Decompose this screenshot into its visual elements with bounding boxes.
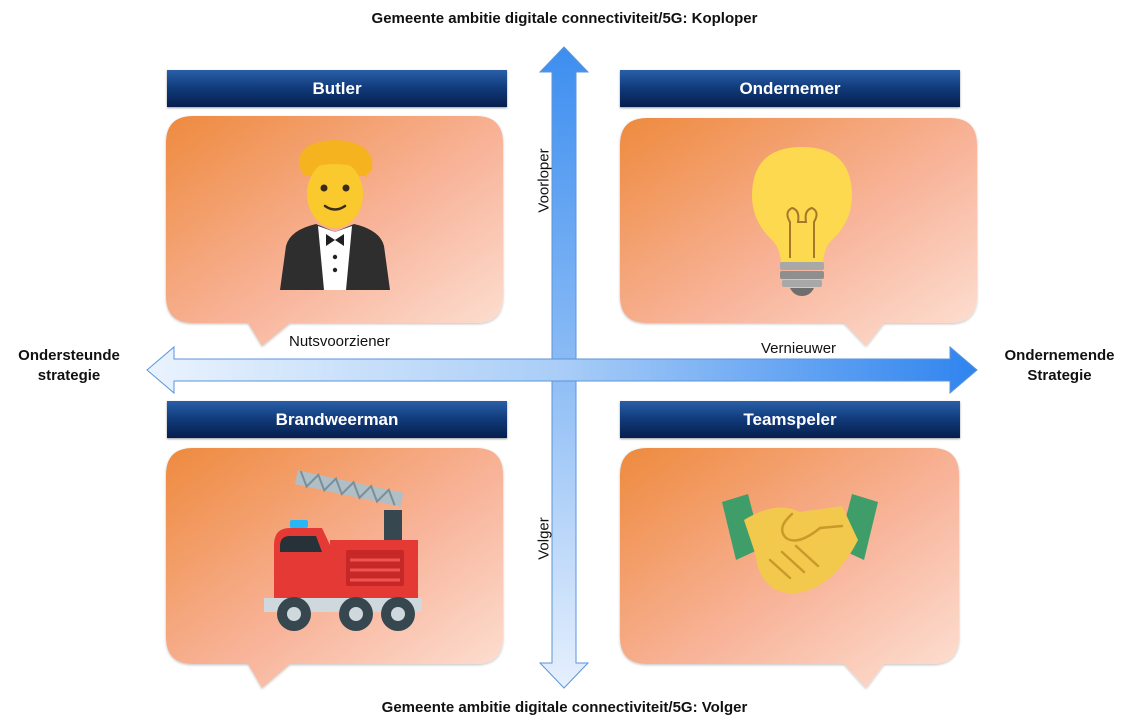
axis-word-right: Vernieuwer [761, 340, 837, 357]
handshake-icon [722, 494, 878, 594]
left-strategy-line-1: Ondersteunde [18, 347, 120, 364]
quadrant-header-teamspeler: Teamspeler [620, 401, 960, 438]
horizontal-axis-arrow [146, 345, 978, 395]
axis-word-down: Volger [535, 517, 553, 560]
lightbulb-icon [752, 147, 852, 296]
right-strategy-line-1: Ondernemende [1004, 347, 1115, 364]
left-strategy-label: Ondersteunde strategie [4, 346, 134, 386]
left-strategy-line-2: strategie [37, 367, 101, 384]
axis-word-left: Nutsvoorziener [289, 333, 390, 350]
right-strategy-label: Ondernemende Strategie [990, 346, 1129, 386]
butler-icon [280, 140, 390, 290]
axis-word-up: Voorloper [535, 148, 553, 213]
fire-truck-icon [264, 470, 422, 631]
quadrant-header-ondernemer: Ondernemer [620, 70, 960, 107]
quadrant-header-brandweerman: Brandweerman [167, 401, 507, 438]
bottom-axis-title: Gemeente ambitie digitale connectiviteit… [381, 699, 748, 716]
right-strategy-line-2: Strategie [1027, 367, 1092, 384]
quadrant-header-butler: Butler [167, 70, 507, 107]
top-axis-title: Gemeente ambitie digitale connectiviteit… [371, 10, 758, 27]
butler-bubble [166, 116, 503, 346]
